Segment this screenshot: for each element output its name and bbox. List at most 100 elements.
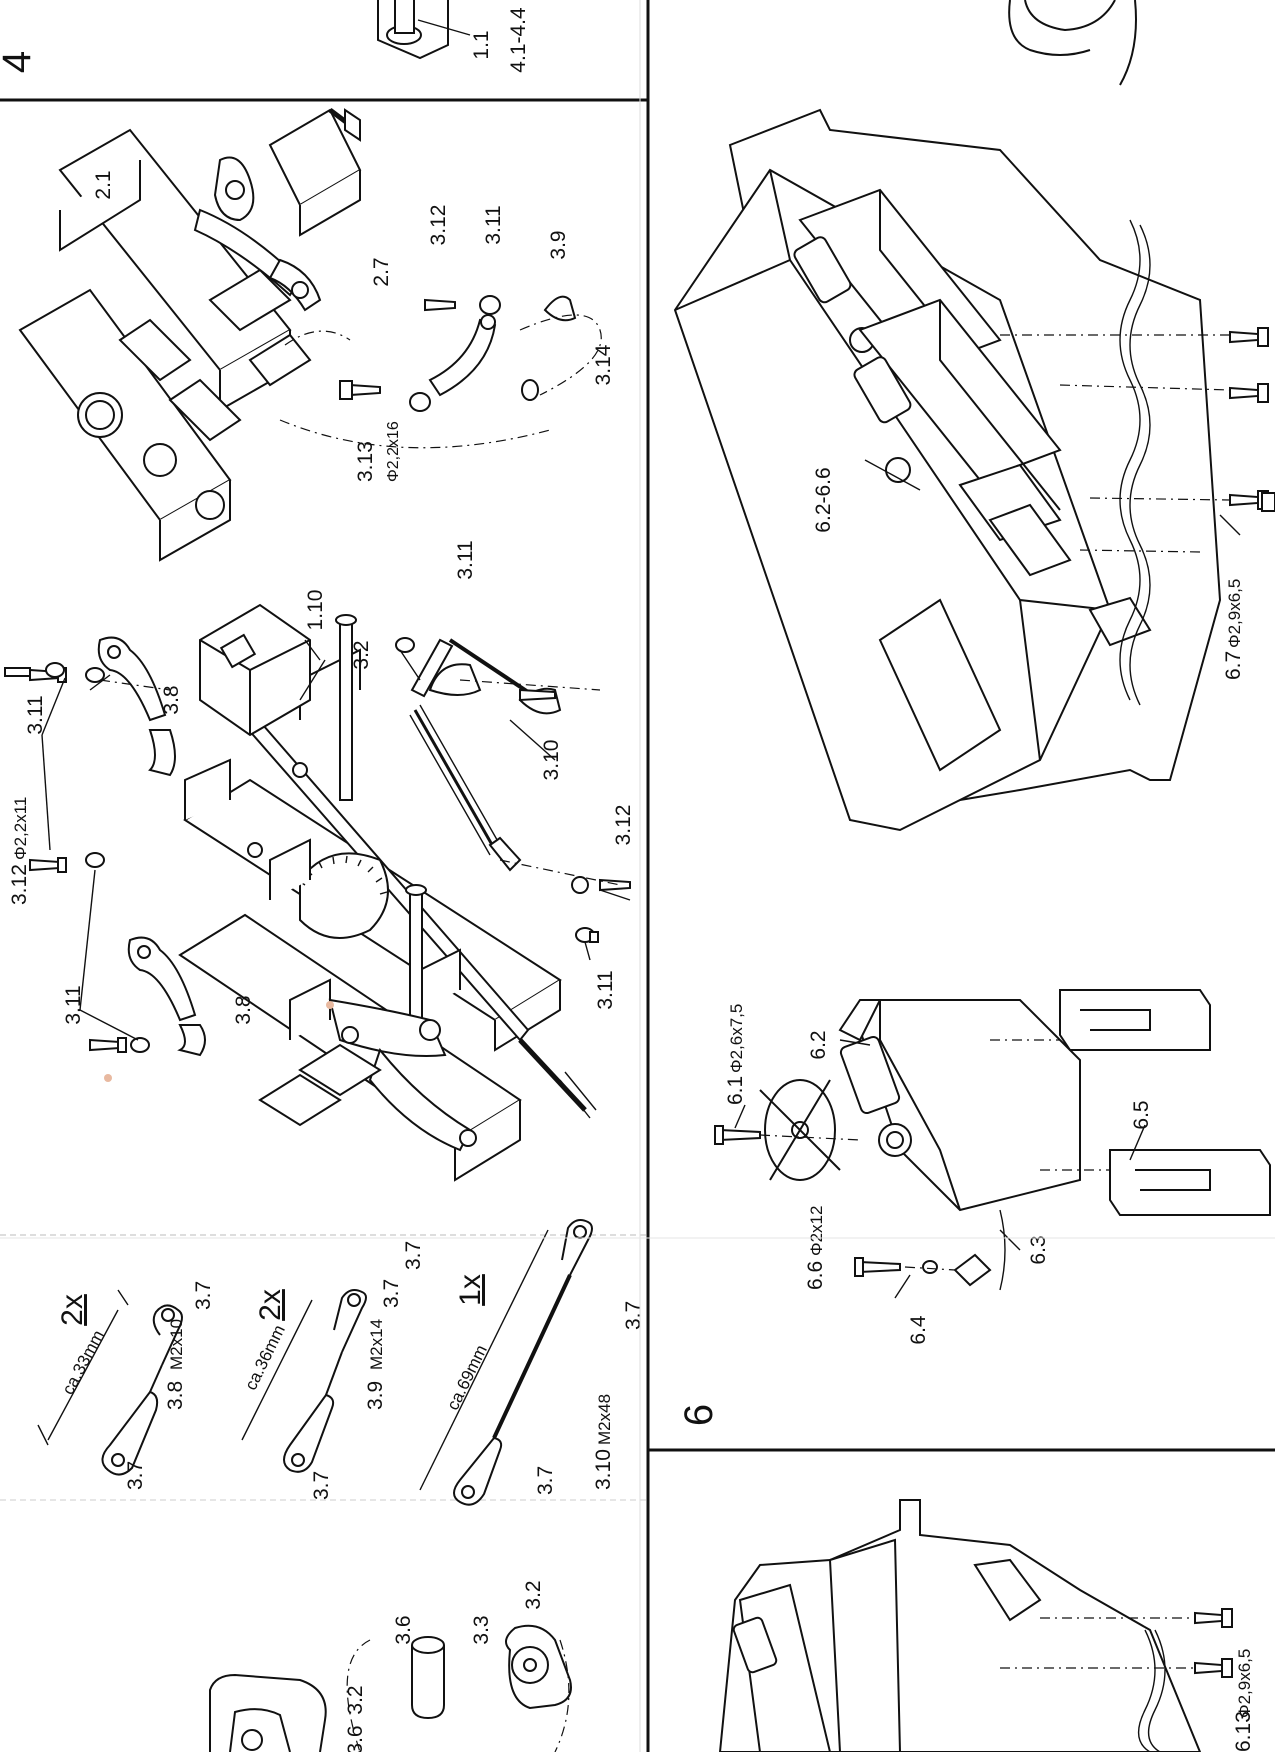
label-3-2-b: 3.2 xyxy=(344,1685,367,1714)
end-3-7-b2: 3.7 xyxy=(380,1279,403,1308)
svg-text:6.1: 6.1 xyxy=(724,1076,747,1105)
svg-text:2.7: 2.7 xyxy=(370,257,393,286)
svg-text:3.7: 3.7 xyxy=(622,1301,645,1330)
svg-text:6.13: 6.13 xyxy=(1232,1711,1255,1752)
svg-text:M2x10: M2x10 xyxy=(167,1319,186,1370)
label-3-2: 3.2 xyxy=(522,1580,545,1609)
label-3-13-dim: Φ2,2x16 xyxy=(385,421,402,482)
svg-text:3.2: 3.2 xyxy=(350,640,373,669)
svg-text:3.8: 3.8 xyxy=(160,685,183,714)
svg-text:3.11: 3.11 xyxy=(454,540,477,579)
end-3-7-a1: 3.7 xyxy=(124,1461,147,1490)
top-strip-part xyxy=(377,0,1137,86)
svg-text:3.6: 3.6 xyxy=(344,1725,367,1752)
svg-text:3.14: 3.14 xyxy=(592,344,615,385)
svg-text:3.6: 3.6 xyxy=(392,1615,415,1644)
svg-text:3.7: 3.7 xyxy=(380,1279,403,1308)
svg-text:1x: 1x xyxy=(454,1274,487,1306)
servo-assembly xyxy=(714,989,1271,1299)
part-3-10-label: 3.10 M2x48 xyxy=(592,1394,615,1490)
bottom-parts xyxy=(209,1624,572,1752)
svg-text:3.9: 3.9 xyxy=(547,230,570,259)
part-3-8-label: 3.8 M2x10 xyxy=(164,1319,187,1410)
svg-text:3.7: 3.7 xyxy=(402,1241,425,1270)
svg-text:4.1-4.4: 4.1-4.4 xyxy=(507,7,530,73)
svg-text:Φ2,2x16: Φ2,2x16 xyxy=(385,421,402,482)
svg-text:ca.36mm: ca.36mm xyxy=(241,1322,289,1393)
svg-text:3.10: 3.10 xyxy=(540,740,563,781)
svg-text:6.6: 6.6 xyxy=(804,1261,827,1290)
linkage-c xyxy=(419,1219,593,1506)
dim-c: ca.69mm xyxy=(443,1342,491,1413)
svg-text:Φ2,2x11: Φ2,2x11 xyxy=(11,797,30,860)
label-3-6: 3.6 xyxy=(392,1615,415,1644)
svg-text:M2x14: M2x14 xyxy=(367,1319,386,1370)
bottom-right-assembly xyxy=(718,1499,1233,1752)
label-6-5: 6.5 xyxy=(1130,1100,1153,1129)
label-3-11-c: 3.11 xyxy=(454,540,477,579)
label-6-2-6-6: 6.2-6.6 xyxy=(812,467,835,532)
label-6-6: 6.6 Φ2x12 xyxy=(804,1206,827,1290)
svg-text:ca.33mm: ca.33mm xyxy=(58,1327,108,1398)
receiver-box-assembly xyxy=(673,108,1275,832)
svg-text:3.7: 3.7 xyxy=(534,1466,557,1495)
svg-text:Φ2,9x6,5: Φ2,9x6,5 xyxy=(1235,1649,1254,1718)
svg-text:3.8: 3.8 xyxy=(164,1381,187,1410)
svg-text:Φ2,9x6,5: Φ2,9x6,5 xyxy=(1225,579,1244,648)
section-number-6: 6 xyxy=(677,1404,721,1426)
label-6-4: 6.4 xyxy=(907,1315,930,1345)
svg-text:3.9: 3.9 xyxy=(364,1381,387,1410)
label-4-1-4-4: 4.1-4.4 xyxy=(507,7,530,73)
svg-text:3.11: 3.11 xyxy=(62,985,85,1024)
svg-text:3.2: 3.2 xyxy=(344,1685,367,1714)
svg-text:1.1: 1.1 xyxy=(470,30,493,59)
svg-text:3.10: 3.10 xyxy=(592,1449,615,1490)
svg-text:2x: 2x xyxy=(254,1289,287,1321)
svg-text:3.7: 3.7 xyxy=(310,1471,333,1500)
section-number-4: 4 xyxy=(0,51,39,73)
label-3-12-b: 3.12 xyxy=(612,805,635,846)
svg-text:3.8: 3.8 xyxy=(232,995,255,1024)
label-3-11-b: 3.11 xyxy=(24,695,47,734)
svg-text:3.11: 3.11 xyxy=(594,970,617,1009)
label-3-8-b: 3.8 xyxy=(160,685,183,714)
svg-text:3.7: 3.7 xyxy=(192,1281,215,1310)
label-3-2-center: 3.2 xyxy=(350,640,373,669)
svg-text:ca.69mm: ca.69mm xyxy=(443,1342,491,1413)
label-3-12-top: 3.12 xyxy=(427,205,450,246)
svg-text:3.12: 3.12 xyxy=(612,805,635,846)
center-mechanism xyxy=(4,603,631,1182)
svg-text:1.10: 1.10 xyxy=(304,590,327,631)
label-2-7: 2.7 xyxy=(370,257,393,286)
svg-text:6.2-6.6: 6.2-6.6 xyxy=(812,467,835,532)
label-2-1: 2.1 xyxy=(92,170,115,199)
svg-text:3.11: 3.11 xyxy=(482,205,505,244)
svg-text:2x: 2x xyxy=(56,1294,89,1326)
svg-text:6.4: 6.4 xyxy=(907,1315,930,1345)
end-3-7-a2: 3.7 xyxy=(192,1281,215,1310)
steering-assembly xyxy=(18,108,602,562)
label-6-1: 6.1 Φ2,6x7,5 xyxy=(724,1004,747,1105)
label-6-3: 6.3 xyxy=(1027,1235,1050,1264)
svg-text:Φ2x12: Φ2x12 xyxy=(807,1206,826,1256)
svg-text:6: 6 xyxy=(677,1404,721,1426)
part-3-9-label: 3.9 M2x14 xyxy=(364,1319,387,1410)
linkage-a xyxy=(37,1289,183,1476)
svg-text:M2x48: M2x48 xyxy=(595,1394,614,1445)
svg-text:6.2: 6.2 xyxy=(807,1030,830,1059)
label-3-9-top: 3.9 xyxy=(547,230,570,259)
svg-text:Φ2,6x7,5: Φ2,6x7,5 xyxy=(727,1004,746,1073)
qty-1x-c: 1x xyxy=(454,1274,487,1306)
end-3-7-b3: 3.7 xyxy=(402,1241,425,1270)
end-3-7-c1: 3.7 xyxy=(534,1466,557,1495)
label-3-11-d: 3.11 xyxy=(594,970,617,1009)
svg-text:2.1: 2.1 xyxy=(92,170,115,199)
svg-text:6.3: 6.3 xyxy=(1027,1235,1050,1264)
svg-text:4: 4 xyxy=(0,51,39,73)
svg-text:6.5: 6.5 xyxy=(1130,1100,1153,1129)
dim-a: ca.33mm xyxy=(58,1327,108,1398)
label-3-11-top: 3.11 xyxy=(482,205,505,244)
